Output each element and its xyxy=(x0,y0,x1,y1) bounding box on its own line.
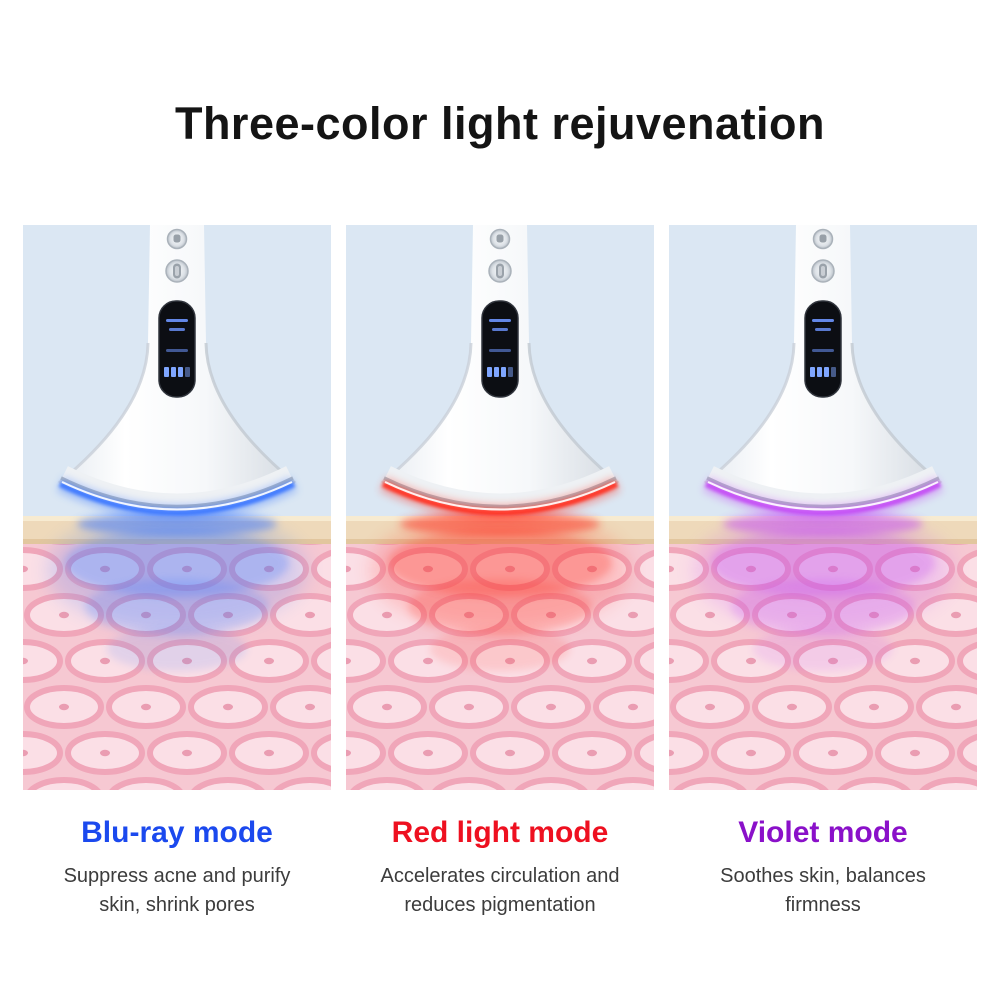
glow-ring-3 xyxy=(107,627,247,671)
mode-illustration xyxy=(669,225,977,790)
device-plate xyxy=(385,466,615,507)
glow-ring-2 xyxy=(731,579,915,635)
glow-arc xyxy=(381,481,619,516)
display-level-bars xyxy=(487,367,492,377)
contact-glow xyxy=(400,512,600,536)
display-level-bars xyxy=(810,367,815,377)
mode-illustration xyxy=(23,225,331,790)
glow-ring-1 xyxy=(711,529,935,597)
mode-panel-blue: Blu-ray mode Suppress acne and purify sk… xyxy=(23,225,331,920)
glow-ring-1 xyxy=(65,529,289,597)
mode-title: Blu-ray mode xyxy=(81,816,273,849)
light-glow xyxy=(693,510,953,671)
device xyxy=(379,225,621,521)
device xyxy=(56,225,298,521)
light-glow xyxy=(47,510,307,671)
page-title: Three-color light rejuvenation xyxy=(174,98,826,149)
glow-ring-2 xyxy=(408,579,592,635)
mode-description: Soothes skin, balances firmness xyxy=(720,865,926,916)
contact-glow xyxy=(77,512,277,536)
device xyxy=(702,225,944,521)
mode-scene xyxy=(23,225,331,790)
mode-description: Suppress acne and purify skin, shrink po… xyxy=(63,865,291,916)
mode-description: Accelerates circulation and reduces pigm… xyxy=(380,865,620,916)
mode-scene xyxy=(669,225,977,790)
mode-title: Red light mode xyxy=(391,816,609,849)
mode-panel-violet: Violet mode Soothes skin, balances firmn… xyxy=(669,225,977,920)
contact-glow xyxy=(723,512,923,536)
glow-ring-1 xyxy=(388,529,612,597)
glow-ring-2 xyxy=(85,579,269,635)
glow-arc xyxy=(704,481,942,516)
glow-ring-3 xyxy=(753,627,893,671)
mode-panels-row: Blu-ray mode Suppress acne and purify sk… xyxy=(0,225,1000,920)
mode-title: Violet mode xyxy=(738,816,908,849)
glow-arc xyxy=(58,481,296,516)
device-plate xyxy=(708,466,938,507)
display-level-bars xyxy=(164,367,169,377)
mode-illustration xyxy=(346,225,654,790)
light-glow xyxy=(370,510,630,671)
device-plate xyxy=(62,466,292,507)
mode-scene xyxy=(346,225,654,790)
glow-ring-3 xyxy=(430,627,570,671)
mode-panel-red: Red light mode Accelerates circulation a… xyxy=(346,225,654,920)
